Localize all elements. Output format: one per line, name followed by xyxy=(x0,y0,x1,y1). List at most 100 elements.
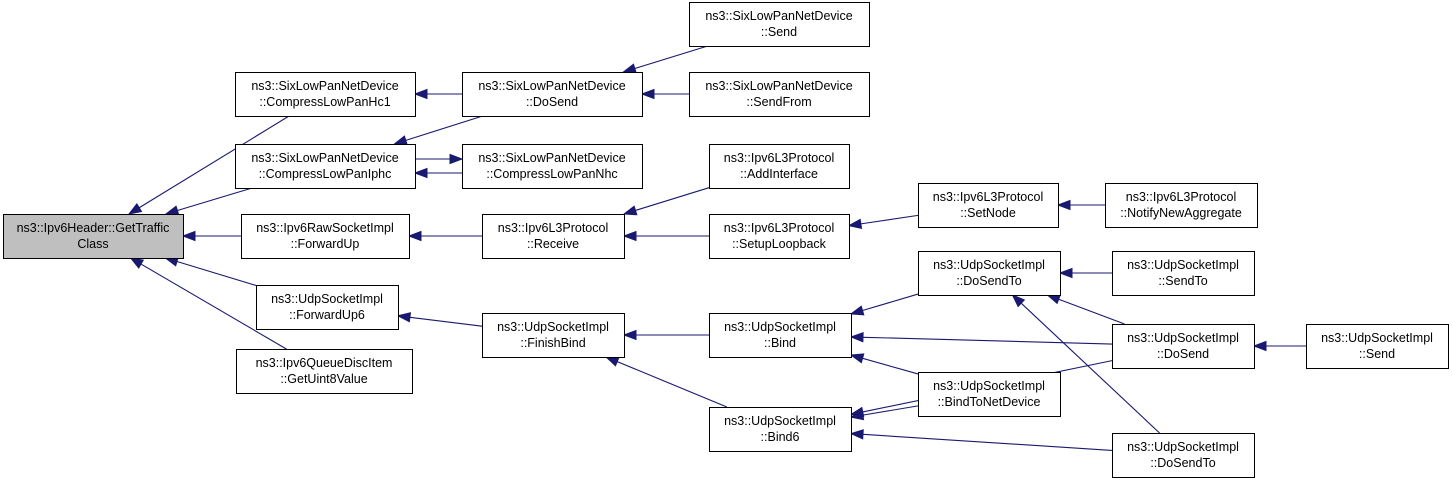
node-box xyxy=(482,214,625,259)
node-box xyxy=(689,2,870,47)
node-label-line: ::CompressLowPanIphc xyxy=(259,167,392,181)
call-edge-n2-to-n0 xyxy=(164,187,253,216)
function-node[interactable]: ns3::UdpSocketImpl::SendTo xyxy=(1112,251,1255,296)
function-node[interactable]: ns3::Ipv6L3Protocol::SetNode xyxy=(918,183,1059,228)
node-label-line: ::Send xyxy=(761,25,797,39)
function-node[interactable]: ns3::UdpSocketImpl::Bind6 xyxy=(709,407,852,452)
edge-arrowhead xyxy=(1056,199,1071,211)
function-node[interactable]: ns3::SixLowPanNetDevice::SendFrom xyxy=(689,72,870,117)
function-node[interactable]: ns3::Ipv6L3Protocol::AddInterface xyxy=(709,144,850,189)
node-label-line: ns3::Ipv6QueueDiscItem xyxy=(256,356,393,370)
function-node[interactable]: ns3::Ipv6QueueDiscItem::GetUint8Value xyxy=(236,349,413,394)
node-label-line: ns3::UdpSocketImpl xyxy=(933,379,1045,393)
edge-line xyxy=(862,433,1113,451)
function-node[interactable]: ns3::SixLowPanNetDevice::CompressLowPanH… xyxy=(235,72,416,117)
node-label-line: ns3::UdpSocketImpl xyxy=(271,292,383,306)
node-box xyxy=(689,72,870,117)
function-node[interactable]: ns3::UdpSocketImpl::DoSendTo xyxy=(1112,433,1255,478)
node-box xyxy=(1105,183,1258,228)
function-node[interactable]: ns3::UdpSocketImpl::ForwardUp6 xyxy=(256,285,399,330)
call-edge-n14-to-n9 xyxy=(622,329,709,341)
edge-arrowhead xyxy=(1046,294,1062,305)
call-edge-n9-to-n4 xyxy=(396,312,483,327)
function-node[interactable]: ns3::Ipv6L3Protocol::NotifyNewAggregate xyxy=(1105,183,1258,228)
function-node[interactable]: ns3::SixLowPanNetDevice::CompressLowPanI… xyxy=(235,144,416,189)
call-edge-n22-to-n15 xyxy=(849,429,1113,451)
edge-arrowhead xyxy=(640,88,655,100)
edge-arrowhead xyxy=(127,203,143,215)
call-edge-n21-to-n17 xyxy=(1046,294,1125,325)
node-label-line: ns3::SixLowPanNetDevice xyxy=(705,9,852,23)
call-edge-n2-to-n7 xyxy=(415,153,464,165)
node-label-line: ns3::UdpSocketImpl xyxy=(1321,331,1433,345)
node-label-line: ns3::Ipv6L3Protocol xyxy=(933,190,1044,204)
node-box xyxy=(709,214,850,259)
function-node[interactable]: ns3::UdpSocketImpl::BindToNetDevice xyxy=(918,372,1061,417)
edge-arrowhead xyxy=(621,63,637,74)
node-label-line: ::FinishBind xyxy=(520,336,585,350)
call-edge-n15-to-n9 xyxy=(604,356,728,408)
node-label-line: ::DoSend xyxy=(1157,347,1209,361)
node-label-line: ns3::Ipv6L3Protocol xyxy=(724,221,835,235)
function-node[interactable]: ns3::Ipv6RawSocketImpl::ForwardUp xyxy=(241,214,410,259)
node-box xyxy=(462,144,643,189)
node-label-line: ns3::SixLowPanNetDevice xyxy=(251,151,398,165)
node-label-line: Class xyxy=(77,237,108,251)
node-box xyxy=(918,372,1061,417)
node-box xyxy=(1112,251,1255,296)
function-node[interactable]: ns3::UdpSocketImpl::DoSend xyxy=(1112,324,1255,369)
node-box xyxy=(709,313,852,358)
function-node[interactable]: ns3::Ipv6L3Protocol::SetupLoopback xyxy=(709,214,850,259)
node-box xyxy=(1112,433,1255,478)
node-box xyxy=(918,251,1061,296)
call-edge-n11-to-n6 xyxy=(640,88,689,100)
function-node[interactable]: ns3::UdpSocketImpl::DoSendTo xyxy=(918,251,1061,296)
edge-line xyxy=(862,357,919,375)
edge-line xyxy=(862,405,919,416)
edge-arrowhead xyxy=(407,230,422,242)
function-node[interactable]: ns3::UdpSocketImpl::FinishBind xyxy=(482,313,625,358)
call-edge-n17-to-n14 xyxy=(849,293,919,316)
edge-arrowhead xyxy=(849,305,865,316)
edge-line xyxy=(177,187,253,212)
call-edge-n7-to-n2 xyxy=(413,167,462,179)
edge-arrowhead xyxy=(449,153,464,165)
edge-line xyxy=(138,115,290,209)
edge-arrowhead xyxy=(847,218,863,229)
edge-arrowhead xyxy=(622,205,638,216)
node-label-line: ns3::Ipv6L3Protocol xyxy=(498,221,609,235)
function-node[interactable]: ns3::UdpSocketImpl::Bind xyxy=(709,313,852,358)
node-label-line: ns3::Ipv6L3Protocol xyxy=(724,151,835,165)
call-edge-n19-to-n16 xyxy=(1056,199,1105,211)
node-label-line: ::DoSendTo xyxy=(1150,456,1215,470)
node-box xyxy=(236,349,413,394)
node-label-line: ::Send xyxy=(1359,347,1395,361)
node-label-line: ns3::UdpSocketImpl xyxy=(724,320,836,334)
edge-line xyxy=(409,316,483,327)
function-node[interactable]: ns3::SixLowPanNetDevice::DoSend xyxy=(462,72,643,117)
node-label-line: ::SendTo xyxy=(1158,274,1207,288)
function-node[interactable]: ns3::Ipv6L3Protocol::Receive xyxy=(482,214,625,259)
node-label-line: ::SetupLoopback xyxy=(732,237,827,251)
call-edge-n10-to-n6 xyxy=(621,45,708,74)
edge-arrowhead xyxy=(129,257,145,269)
node-label-line: ns3::Ipv6L3Protocol xyxy=(1126,190,1237,204)
node-label-line: ns3::UdpSocketImpl xyxy=(724,414,836,428)
edge-arrowhead xyxy=(1058,267,1073,279)
function-node[interactable]: ns3::UdpSocketImpl::Send xyxy=(1306,324,1449,369)
edge-line xyxy=(862,293,919,312)
node-label-line: ::SendFrom xyxy=(746,95,811,109)
edge-arrowhead xyxy=(413,167,428,179)
function-node[interactable]: ns3::SixLowPanNetDevice::CompressLowPanN… xyxy=(462,144,643,189)
function-node[interactable]: ns3::SixLowPanNetDevice::Send xyxy=(689,2,870,47)
node-box xyxy=(1306,324,1449,369)
node-label-line: ns3::SixLowPanNetDevice xyxy=(478,151,625,165)
node-label-line: ::CompressLowPanHc1 xyxy=(259,95,390,109)
node-box xyxy=(235,72,416,117)
node-label-line: ns3::UdpSocketImpl xyxy=(497,320,609,334)
node-label-line: ::ForwardUp6 xyxy=(289,308,365,322)
node-label-line: ns3::SixLowPanNetDevice xyxy=(705,79,852,93)
call-edge-n3-to-n0 xyxy=(181,230,241,242)
